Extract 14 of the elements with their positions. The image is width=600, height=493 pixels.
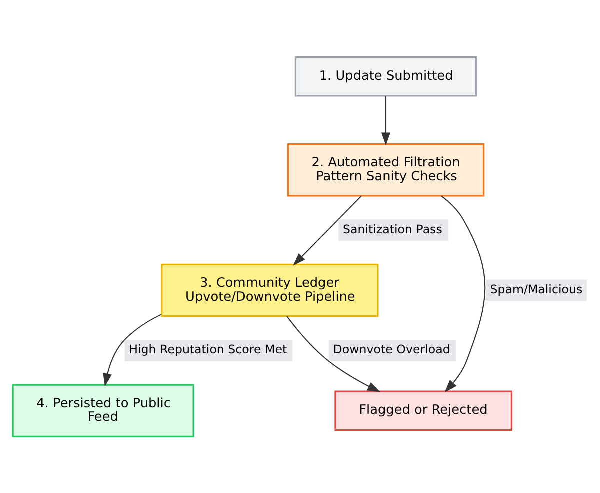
node-box: 1. Update Submitted bbox=[294, 56, 478, 96]
arrow bbox=[286, 316, 381, 392]
node-box: 2. Automated Filtration Pattern Sanity Checks bbox=[287, 143, 485, 196]
arrow bbox=[440, 195, 486, 392]
edge-label: Sanitization Pass bbox=[342, 222, 442, 236]
node-box: Flagged or Rejected bbox=[334, 390, 513, 431]
edge-label: High Reputation Score Met bbox=[129, 342, 288, 356]
arrow bbox=[103, 314, 162, 386]
arrow bbox=[293, 195, 362, 266]
node-box: 4. Persisted to Public Feed bbox=[12, 384, 194, 437]
edge-label: Spam/Malicious bbox=[490, 282, 583, 296]
arrow bbox=[381, 96, 390, 146]
node-box: 3. Community Ledger Upvote/Downvote Pipeline bbox=[161, 263, 379, 317]
edge-label: Downvote Overload bbox=[333, 342, 450, 356]
